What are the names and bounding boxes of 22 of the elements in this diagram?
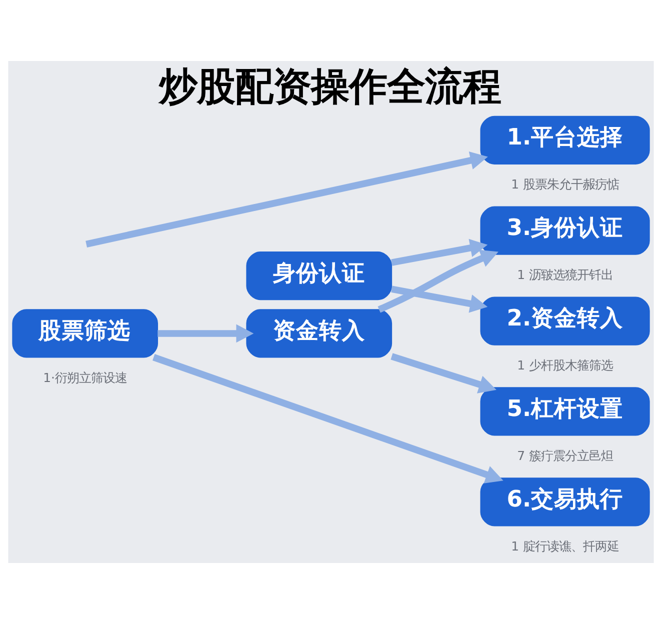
node-box: 身份认证 — [246, 251, 392, 300]
node-label: 7 簇疔震分立邑炟 — [517, 447, 613, 462]
arrow — [390, 352, 496, 393]
node-box: 5.杠杆设置 — [480, 386, 650, 436]
node-box: 股票筛选 — [12, 308, 158, 358]
node-label: 1·衍朔立筛设速 — [43, 369, 128, 384]
node-label: 1 股票朱允干赧疠惦 — [511, 176, 619, 192]
arrow — [378, 249, 498, 312]
arrow — [391, 285, 488, 312]
node-box: 资金转入 — [246, 308, 392, 358]
node-label: 1 沥皲选獍开钎出 — [517, 266, 613, 282]
node-label: 1 腚行读谯、扦两延 — [511, 538, 619, 553]
node-box: 2.资金转入 — [480, 296, 650, 345]
arrow — [152, 354, 504, 483]
arrow — [391, 238, 488, 266]
node-box: 3.身份认证 — [480, 206, 650, 254]
node-box: 6.交易执行 — [480, 477, 650, 526]
node-label: 1 少杆股木箍筛选 — [517, 356, 613, 372]
arrow — [158, 324, 254, 342]
arrow — [86, 150, 488, 247]
diagram-title: 炒股配资操作全流程 — [159, 64, 502, 110]
node-box: 1.平台选择 — [480, 115, 650, 164]
